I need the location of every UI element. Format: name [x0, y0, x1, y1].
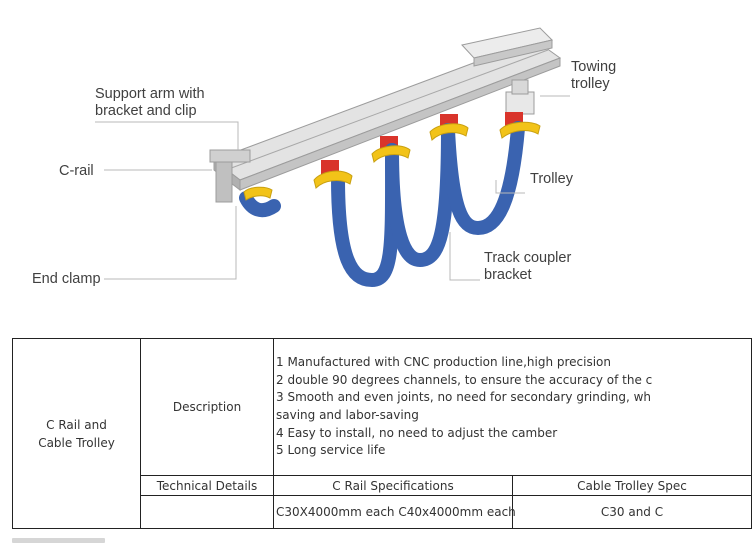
feature-line: 5 Long service life	[276, 443, 386, 458]
label-c-rail: C-rail	[59, 163, 94, 179]
leader-track-coupler	[449, 232, 480, 281]
cable-trolley-spec-header-cell: Cable Trolley Spec	[512, 475, 752, 496]
table-row: C Rail and Cable Trolley Description 1 M…	[12, 338, 752, 529]
feature-line: 4 Easy to install, no need to adjust the…	[276, 425, 558, 440]
cable-trolley-spec-value: C30 and C	[600, 505, 664, 519]
leader-support-arm	[95, 121, 239, 150]
cable-trolley-spec-header: Cable Trolley Spec	[577, 478, 687, 493]
c-rail-spec-header-cell: C Rail Specifications	[273, 475, 513, 496]
label-towing-trolley-line1: Towing	[571, 59, 616, 75]
feature-line: saving and labor-saving	[276, 408, 419, 422]
technical-details-cell: Technical Details	[140, 475, 274, 496]
feature-line: 1 Manufactured with CNC production line,…	[276, 355, 611, 370]
c-rail-system-diagram: Support arm with bracket and clip Towing…	[32, 27, 616, 288]
product-name-line: Cable Trolley	[38, 435, 115, 450]
c-rail-spec-header: C Rail Specifications	[332, 478, 454, 493]
feature-line: 2 double 90 degrees channels, to ensure …	[276, 372, 653, 387]
description-label: Description	[172, 400, 242, 414]
label-end-clamp: End clamp	[32, 271, 101, 287]
description-label-cell: Description	[140, 338, 274, 476]
spec-table-container: C Rail and Cable Trolley Description 1 M…	[12, 338, 752, 531]
features-cell: 1 Manufactured with CNC production line,…	[273, 338, 752, 476]
spec-table: C Rail and Cable Trolley Description 1 M…	[12, 338, 752, 529]
technical-details-label: Technical Details	[156, 478, 258, 493]
c-rail-spec-value: C30X4000mm each C40x4000mm each	[276, 505, 516, 519]
label-towing-trolley-line2: trolley	[571, 76, 610, 92]
label-track-coupler-line2: bracket	[484, 267, 532, 283]
cable-clamps	[243, 121, 541, 201]
feature-line: 3 Smooth and even joints, no need for se…	[276, 390, 652, 405]
label-trolley: Trolley	[530, 171, 574, 187]
support-arm	[209, 27, 553, 203]
cable-loops	[239, 121, 525, 288]
c-rail-spec-value-cell: C30X4000mm each C40x4000mm each	[273, 495, 516, 529]
leader-trolley	[495, 180, 525, 194]
label-track-coupler-line1: Track coupler	[484, 250, 571, 266]
table-row: C30X4000mm each C40x4000mm each C30 and …	[13, 495, 752, 529]
empty-cell	[140, 495, 274, 529]
table-row: Technical Details C Rail Specifications …	[13, 475, 752, 496]
product-name-line: C Rail and	[46, 417, 107, 432]
horizontal-scrollbar-thumb[interactable]	[12, 538, 105, 543]
label-support-arm-line2: bracket and clip	[95, 103, 197, 119]
towing-trolley	[505, 79, 535, 115]
label-support-arm-line1: Support arm with	[95, 86, 205, 102]
product-name-cell: C Rail and Cable Trolley	[12, 338, 141, 529]
cable-trolley-spec-value-cell: C30 and C	[512, 495, 752, 529]
leader-end-clamp	[104, 206, 237, 280]
